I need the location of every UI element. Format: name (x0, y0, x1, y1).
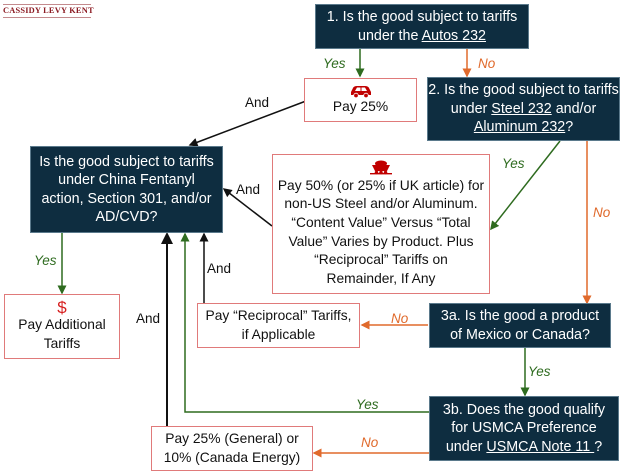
question-text: 2. Is the good subject to tariffs under … (428, 81, 619, 137)
q2-suffix: ? (565, 119, 574, 136)
label-and-autos: And (245, 95, 270, 110)
label-q1-yes: Yes (323, 56, 346, 71)
label-and-steel: And (236, 182, 261, 197)
outcome-usmca-no: Pay 25% (General) or 10% (Canada Energy) (151, 426, 313, 471)
outcome-steel-aluminum: Pay 50% (or 25% if UK article) for non-U… (272, 154, 490, 294)
edge-q2-yes (490, 140, 561, 231)
q2-text: 2. Is the good subject to tariffs under (428, 82, 619, 117)
q3b-text: 3b. Does the good qualify for USMCA Pref… (442, 401, 606, 455)
outcome-autos-text: Pay 25% (332, 98, 389, 114)
logo-text: CASSIDY LEVY KENT (3, 6, 94, 15)
usmca-note-11-link[interactable]: USMCA Note 11 (486, 438, 595, 455)
label-q3b-no: No (361, 435, 379, 450)
question-mexico-canada[interactable]: 3a. Is the good a product of Mexico or C… (429, 303, 611, 348)
q1-text: 1. Is the good subject to tariffs under … (326, 9, 518, 44)
label-q3a-yes: Yes (528, 364, 551, 379)
question-text: 3b. Does the good qualify for USMCA Pref… (434, 401, 614, 457)
china-question-text: Is the good subject to tariffs under Chi… (39, 153, 214, 226)
dollar-icon: $ (57, 298, 67, 318)
outcome-usmca-no-text: Pay 25% (General) or 10% (Canada Energy) (163, 430, 301, 465)
question-china-301-adcvd[interactable]: Is the good subject to tariffs under Chi… (30, 146, 223, 233)
edge-autos-and (188, 100, 307, 147)
autos-232-link[interactable]: Autos 232 (421, 27, 486, 44)
label-q2-no: No (593, 205, 611, 220)
steel-232-link[interactable]: Steel 232 (491, 100, 552, 117)
mine-cart-icon (370, 160, 392, 175)
aluminum-232-link[interactable]: Aluminum 232 (473, 119, 566, 136)
label-and-usmca: And (136, 311, 161, 326)
logo-rule-top (3, 4, 91, 5)
outcome-reciprocal-text: Pay “Reciprocal” Tariffs, if Applicable (205, 307, 352, 342)
outcome-reciprocal: Pay “Reciprocal” Tariffs, if Applicable (197, 303, 360, 348)
label-and-reciprocal: And (207, 261, 232, 276)
outcome-autos: Pay 25% (304, 78, 417, 122)
q3a-text: 3a. Is the good a product of Mexico or C… (440, 308, 600, 343)
question-autos-232[interactable]: 1. Is the good subject to tariffs under … (315, 4, 529, 49)
car-icon (350, 85, 371, 98)
label-china-yes: Yes (34, 253, 57, 268)
question-usmca-preference[interactable]: 3b. Does the good qualify for USMCA Pref… (429, 396, 619, 461)
label-q3b-yes: Yes (356, 397, 379, 412)
outcome-additional-text: Pay Additional Tariffs (18, 317, 106, 351)
outcome-additional-tariffs: $ Pay Additional Tariffs (4, 294, 120, 359)
firm-logo: CASSIDY LEVY KENT (3, 4, 94, 18)
edge-q3b-yes (180, 232, 429, 413)
question-steel-aluminum-232[interactable]: 2. Is the good subject to tariffs under … (427, 77, 620, 141)
edge-steel-and (222, 188, 273, 227)
label-q1-no: No (478, 56, 496, 71)
label-q3a-no: No (391, 311, 409, 326)
q3b-suffix: ? (594, 438, 603, 455)
outcome-steel-text: Pay 50% (or 25% if UK article) for non-U… (277, 177, 485, 286)
q2-mid: and/or (551, 100, 597, 117)
question-text: 1. Is the good subject to tariffs under … (316, 8, 528, 45)
label-q2-yes: Yes (502, 156, 525, 171)
logo-rule-bottom (3, 17, 91, 18)
